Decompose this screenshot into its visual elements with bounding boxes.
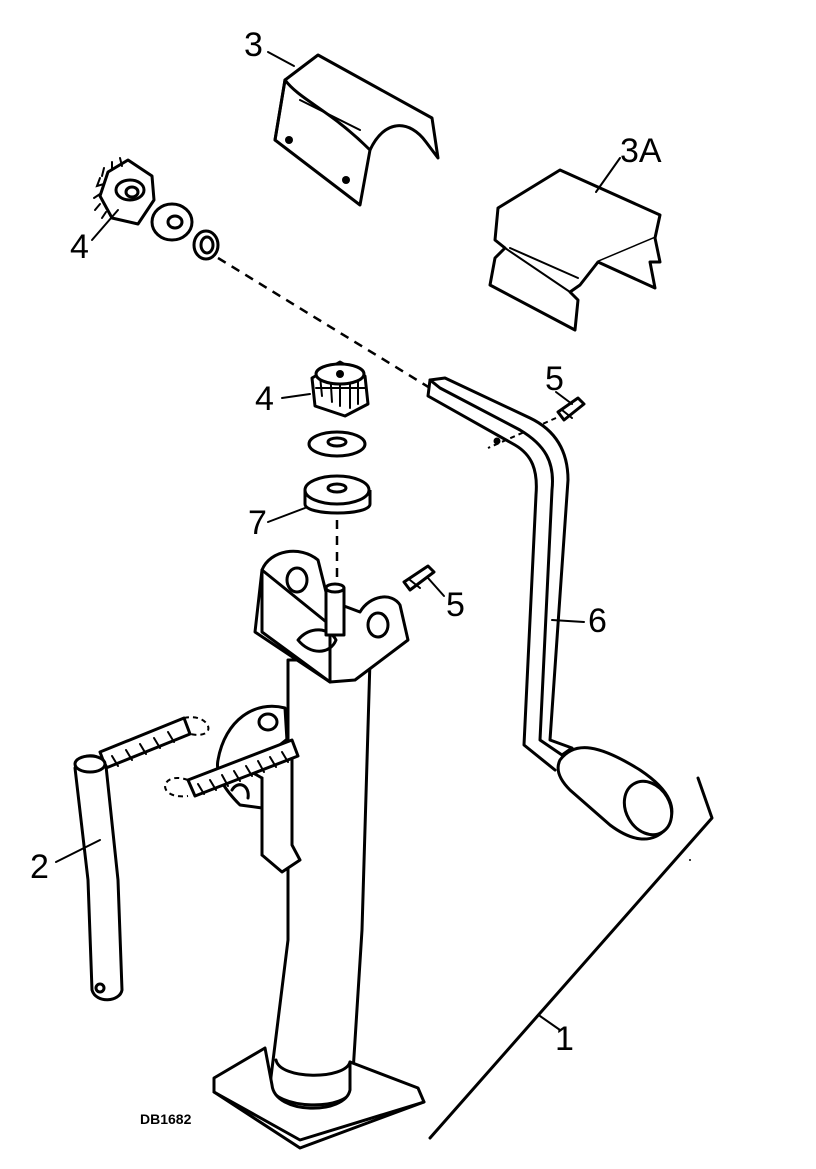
callout-3: 3 xyxy=(244,26,263,64)
part-2-hand-crank xyxy=(73,754,124,1002)
part-6-crank-handle xyxy=(426,376,674,841)
chain-links xyxy=(98,716,300,798)
callout-4-top: 4 xyxy=(70,228,89,266)
callout-1: 1 xyxy=(555,1020,574,1058)
callout-6: 6 xyxy=(588,602,607,640)
callout-5-right: 5 xyxy=(545,360,564,398)
part-7-thrust-washer xyxy=(303,474,372,515)
leader-lines xyxy=(55,51,621,1031)
callout-3a: 3A xyxy=(620,132,662,170)
part-5-pin-right xyxy=(556,396,586,422)
part-1-jack-assembly xyxy=(212,549,426,1150)
drawing-code: DB1682 xyxy=(140,1111,192,1127)
part-3a-bracket xyxy=(488,168,662,332)
callout-7: 7 xyxy=(248,504,267,542)
part-3-cover xyxy=(273,53,440,207)
part-5-pin-mid xyxy=(402,564,436,592)
callout-2: 2 xyxy=(30,848,49,886)
washer-thin xyxy=(307,430,367,458)
part-4-bevel-gear-mid xyxy=(310,360,370,418)
part-4-bevel-gear-top xyxy=(93,157,220,261)
callout-5-mid: 5 xyxy=(446,586,465,624)
part-1-callout-bracket xyxy=(428,776,714,1140)
callout-4-mid: 4 xyxy=(255,380,274,418)
